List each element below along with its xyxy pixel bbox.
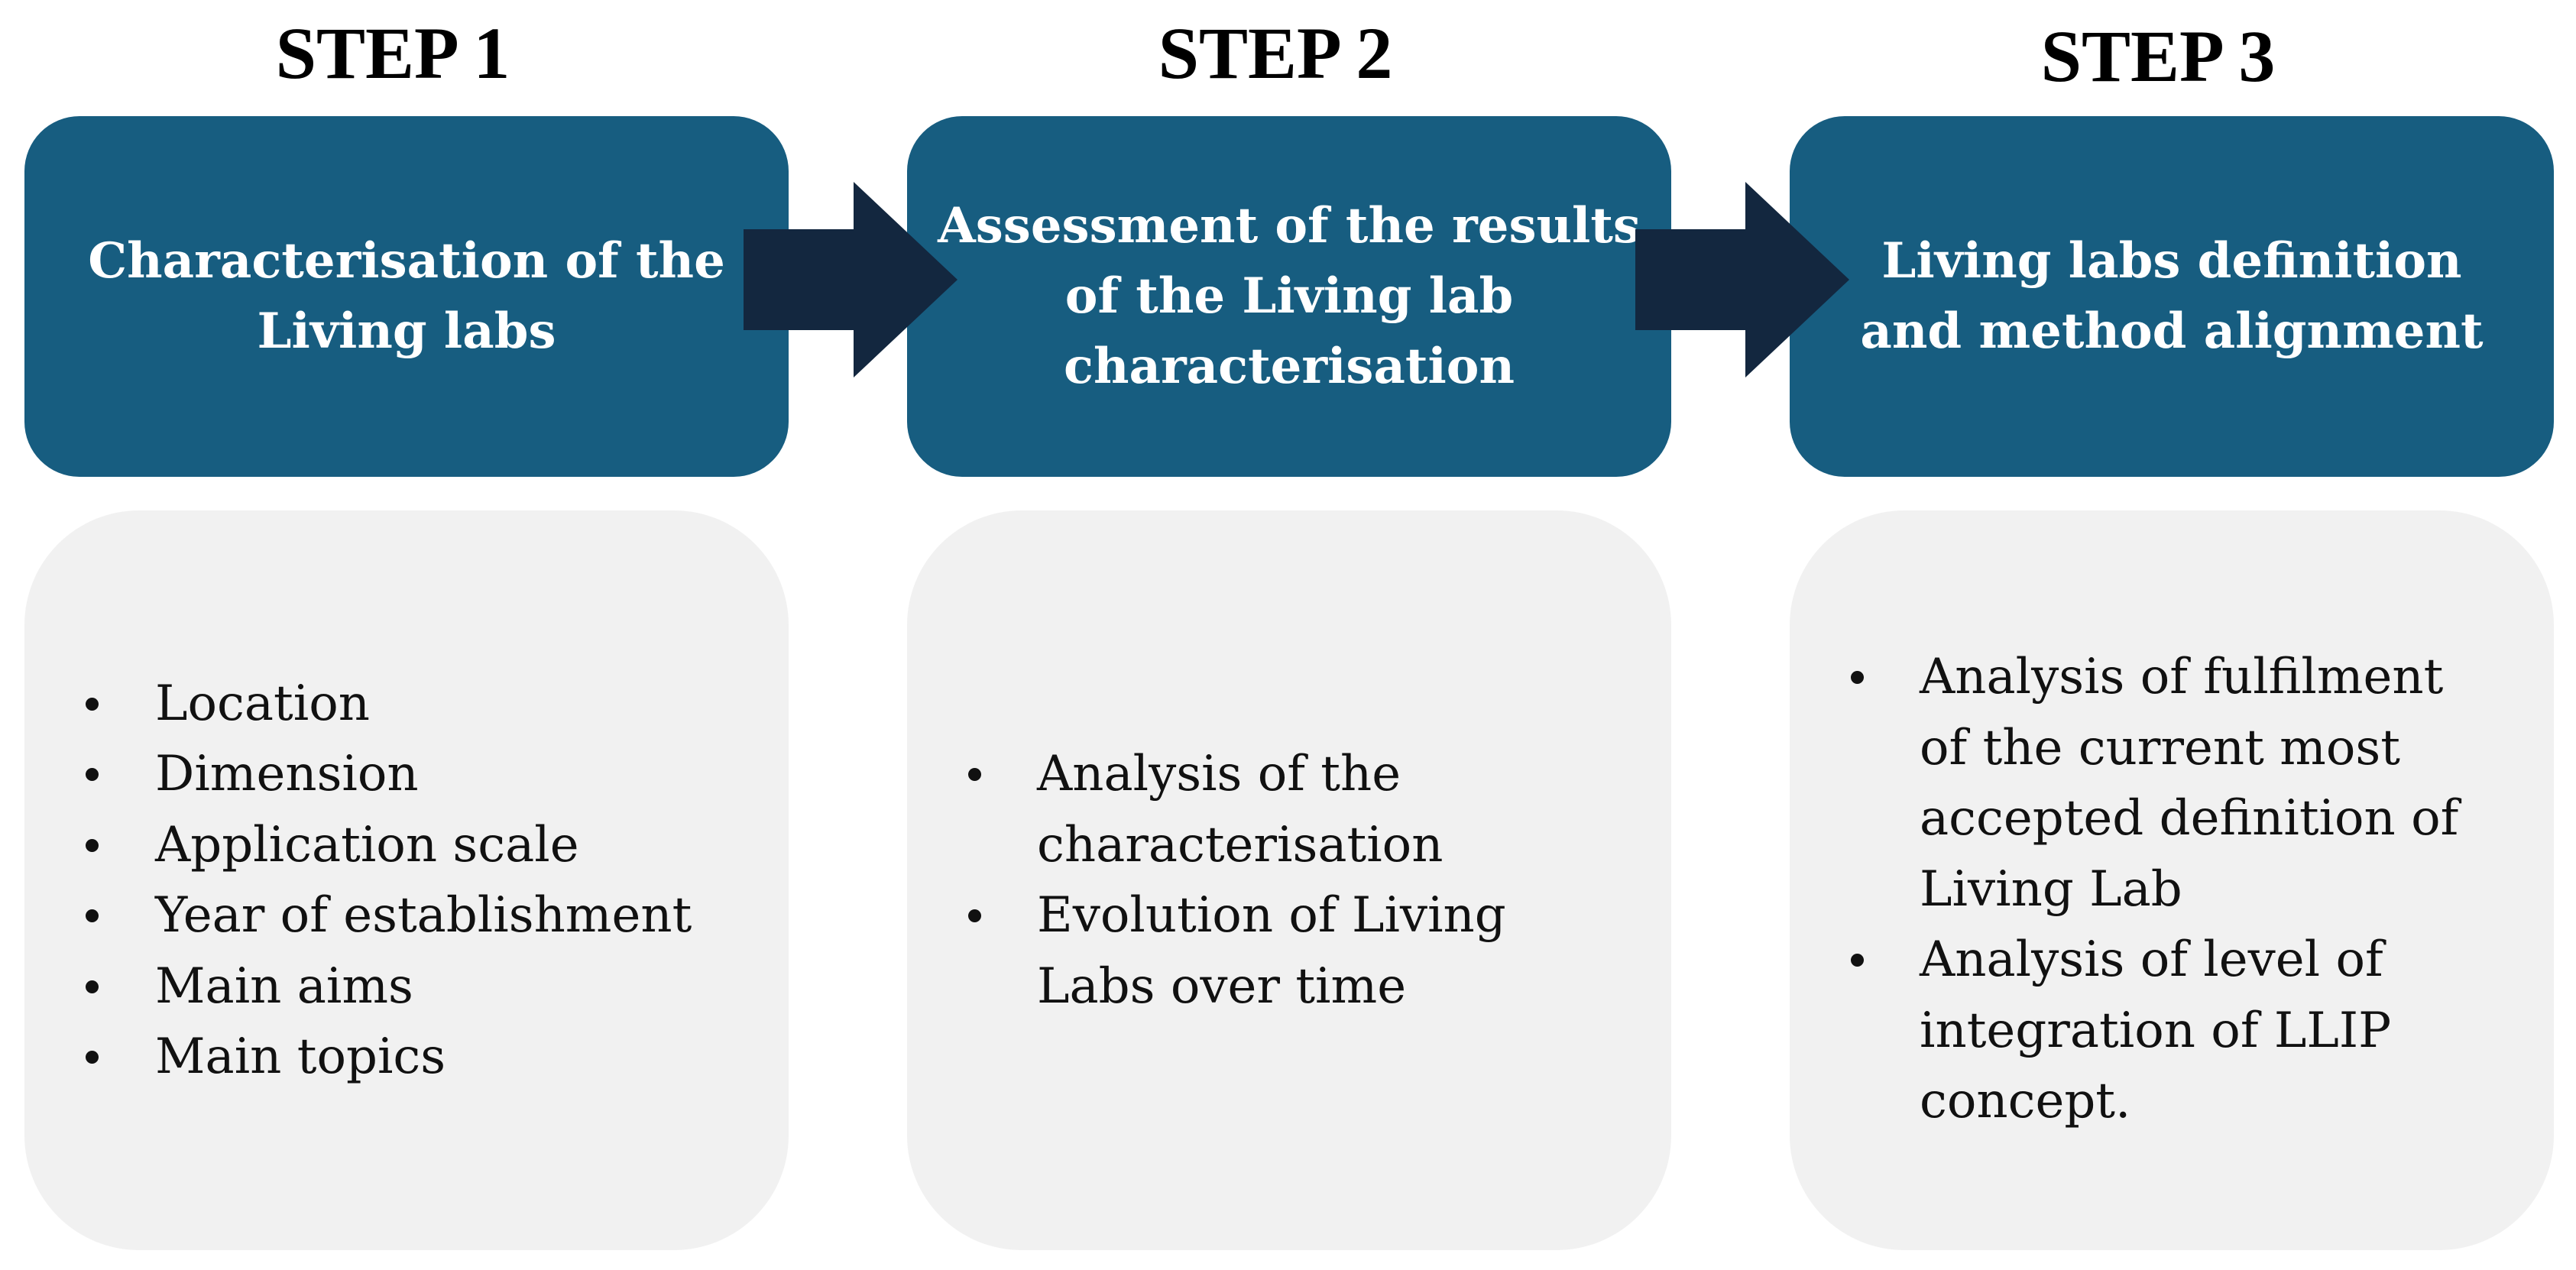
step-detail-box: Analysis of fulfilment of the current mo…: [1790, 510, 2554, 1250]
bullet-item: Application scale: [24, 810, 789, 881]
bullet-text-line: Evolution of Living: [1037, 887, 1506, 944]
bullet-icon: [968, 768, 981, 781]
bullet-text: Dimension: [155, 746, 419, 802]
step-title-box: Characterisation of the Living labs: [24, 116, 789, 477]
step-title: Characterisation of the Living labs: [88, 226, 725, 367]
step-title-line: of the Living lab: [1064, 267, 1514, 325]
bullet-text-line: Analysis of fulfilment: [1920, 649, 2444, 705]
bullet-text: Year of establishment: [155, 887, 692, 944]
bullet-icon: [1851, 954, 1864, 967]
step-heading: STEP 3: [2040, 15, 2276, 97]
right-arrow-icon: [1635, 182, 1849, 377]
step-title-line: and method alignment: [1860, 303, 2484, 360]
bullet-text-line: of the current most: [1920, 719, 2400, 776]
bullet-item: Dimension: [24, 739, 789, 810]
bullet-list: Analysis of fulfilment of the current mo…: [1790, 642, 2554, 1137]
bullet-icon: [86, 909, 99, 922]
step-title-line: characterisation: [1063, 338, 1515, 395]
bullet-text: Main aims: [155, 957, 413, 1015]
step-title: Living labs definition and method alignm…: [1860, 226, 2483, 367]
step-detail-box: Analysis of the characterisation Evoluti…: [907, 510, 1671, 1250]
arrow-shape: [744, 182, 957, 377]
step-title-line: Living labs: [257, 303, 556, 360]
bullet-item: Location: [24, 669, 789, 740]
step-title-line: Living labs definition: [1881, 232, 2462, 290]
bullet-text: Location: [155, 675, 370, 732]
bullet-text: Application scale: [155, 816, 579, 873]
bullet-text: Main topics: [155, 1029, 446, 1085]
step-title-line: Assessment of the results: [938, 197, 1641, 254]
bullet-item: Main aims: [24, 951, 789, 1022]
bullet-item: Analysis of fulfilment of the current mo…: [1790, 642, 2554, 925]
bullet-text-line: Analysis of the: [1037, 746, 1401, 802]
bullet-item: Evolution of Living Labs over time: [907, 880, 1671, 1022]
step-title: Assessment of the results of the Living …: [938, 191, 1641, 402]
bullet-icon: [968, 909, 981, 922]
step-title-box: Assessment of the results of the Living …: [907, 116, 1671, 477]
bullet-text-line: concept.: [1920, 1073, 2131, 1129]
step-detail-box: Location Dimension Application scale Yea…: [24, 510, 789, 1250]
bullet-icon: [1851, 671, 1864, 684]
bullet-text-line: Analysis of level of: [1920, 931, 2383, 988]
arrow-shape: [1635, 182, 1849, 377]
bullet-icon: [86, 980, 99, 993]
step-heading: STEP 1: [275, 12, 510, 94]
bullet-item: Year of establishment: [24, 880, 789, 951]
right-arrow-icon: [744, 182, 957, 377]
bullet-text-line: Living Lab: [1920, 860, 2182, 918]
bullet-text-line: integration of LLIP: [1920, 1002, 2392, 1059]
bullet-text-line: Labs over time: [1037, 957, 1407, 1015]
bullet-item: Analysis of the characterisation: [907, 739, 1671, 880]
step-title-box: Living labs definition and method alignm…: [1790, 116, 2554, 477]
bullet-icon: [86, 697, 99, 711]
step-title-line: Characterisation of the: [88, 232, 725, 290]
bullet-icon: [86, 1051, 99, 1064]
bullet-list: Location Dimension Application scale Yea…: [24, 669, 789, 1093]
bullet-icon: [86, 838, 99, 852]
bullet-text-line: characterisation: [1037, 816, 1444, 873]
bullet-list: Analysis of the characterisation Evoluti…: [907, 739, 1671, 1022]
step-heading: STEP 2: [1158, 12, 1393, 94]
bullet-item: Main topics: [24, 1022, 789, 1093]
bullet-text-line: accepted definition of: [1920, 790, 2459, 847]
bullet-item: Analysis of level of integration of LLIP…: [1790, 925, 2554, 1137]
bullet-icon: [86, 768, 99, 781]
